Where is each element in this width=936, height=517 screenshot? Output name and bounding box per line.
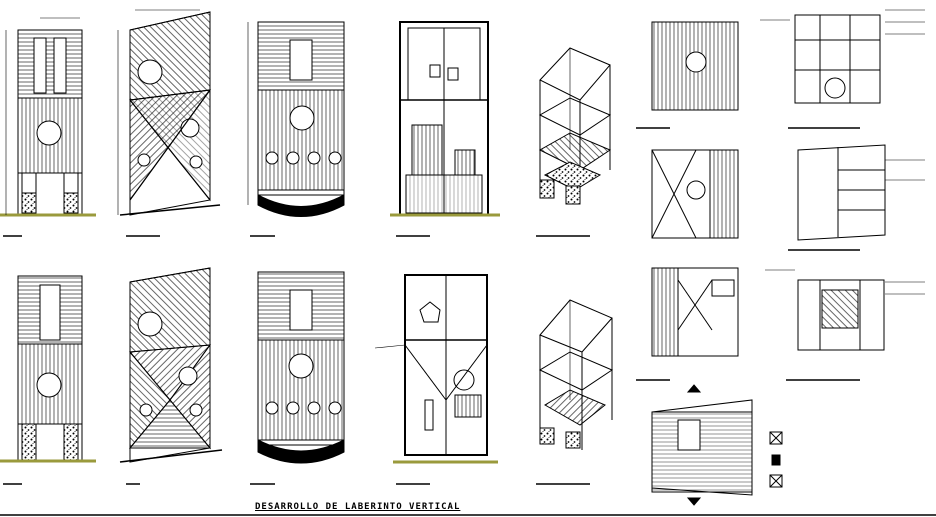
frame-section-1 [390,21,500,237]
circles-elevation-1 [247,21,345,237]
front-elevation-1 [0,17,96,237]
isometric-1 [536,47,612,237]
circles-elevation-2 [250,271,345,485]
frame-section-2 [374,274,498,485]
panel-details [636,9,925,506]
diagonal-elevation-1 [117,9,221,237]
sheet-title: DESARROLLO DE LABERINTO VERTICAL [255,502,461,512]
diagonal-elevation-2 [119,267,223,485]
front-elevation-2 [0,275,96,485]
isometric-2 [536,299,614,485]
